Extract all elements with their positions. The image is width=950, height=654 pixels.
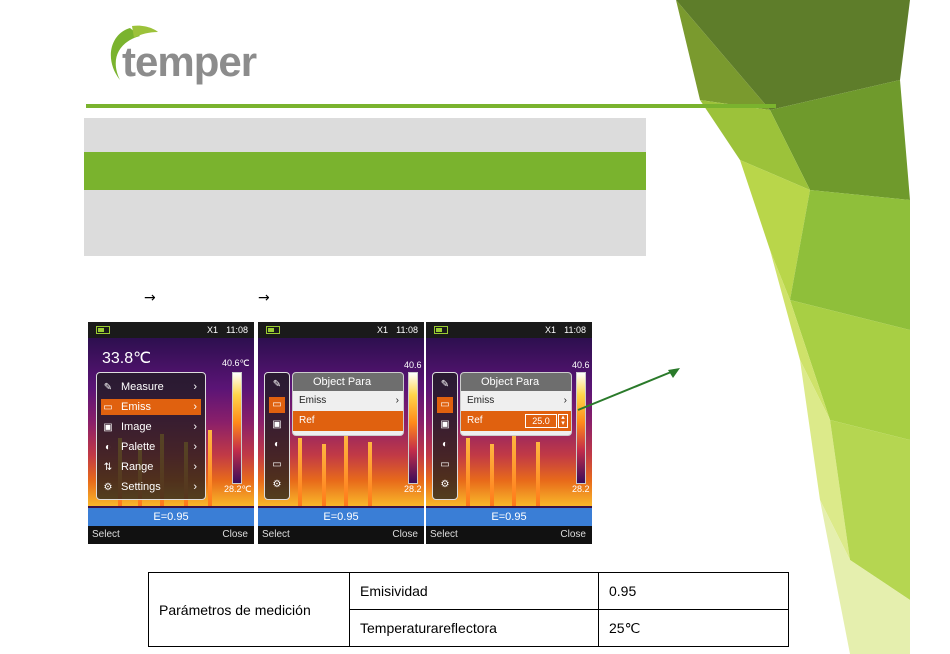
zoom-level: X1 [376, 325, 388, 335]
step-arrow-1: → [144, 290, 156, 306]
color-scale-bar [408, 372, 418, 484]
side-toolbar: ✎ ▭ ▣ ◐ ▭ ⚙ [264, 372, 290, 500]
palette-icon[interactable]: ◐ [273, 439, 281, 450]
softkey-bar: Select Close [88, 526, 254, 544]
main-menu: ✎Measure› ▭Emiss› ▣Image› ◐Palette› ⇅Ran… [96, 372, 206, 500]
polygon-decoration [676, 0, 910, 654]
video-icon[interactable]: ▭ [440, 459, 450, 470]
status-bar: X1 11:08 [426, 322, 592, 338]
image-icon[interactable]: ▣ [440, 419, 450, 430]
softkey-bar: Select Close [426, 526, 592, 544]
menu-item-settings[interactable]: ⚙Settings› [101, 479, 201, 495]
palette-icon[interactable]: ◐ [441, 439, 449, 450]
logo-leaf-icon [110, 25, 158, 80]
measure-icon[interactable]: ✎ [272, 379, 282, 390]
ref-row[interactable]: Ref [293, 411, 403, 431]
close-softkey[interactable]: Close [222, 529, 248, 540]
chevron-right-icon: › [193, 401, 197, 413]
chevron-right-icon: › [193, 441, 197, 453]
clock: 11:08 [396, 325, 418, 335]
object-para-panel: Object Para Emiss› Ref [292, 372, 404, 436]
menu-item-emiss[interactable]: ▭Emiss› [101, 399, 201, 415]
select-softkey[interactable]: Select [262, 529, 290, 540]
chevron-right-icon: › [563, 395, 567, 406]
table-group-label: Parámetros de medición [148, 572, 350, 647]
ref-value-input[interactable]: 25.0 [525, 414, 557, 428]
table-cell-param: Temperaturareflectora [349, 609, 599, 647]
pointer-arrow [577, 368, 680, 411]
image-icon: ▣ [103, 422, 113, 433]
select-softkey[interactable]: Select [92, 529, 120, 540]
emiss-icon: ▭ [103, 402, 113, 413]
video-icon[interactable]: ▭ [272, 459, 282, 470]
header-rule [86, 104, 776, 108]
palette-icon: ◐ [104, 442, 112, 453]
chevron-right-icon: › [395, 395, 399, 406]
softkey-bar: Select Close [258, 526, 424, 544]
chevron-right-icon: › [193, 481, 197, 493]
chevron-right-icon: › [193, 381, 197, 393]
logo-text: temper [122, 38, 257, 85]
zoom-level: X1 [206, 325, 218, 335]
green-band [84, 152, 646, 190]
center-temperature: 33.8℃ [102, 350, 152, 367]
gray-band-top [84, 118, 646, 152]
chevron-right-icon: › [193, 461, 197, 473]
clock: 11:08 [226, 325, 248, 335]
emiss-row[interactable]: Emiss› [461, 391, 571, 411]
battery-icon [434, 326, 448, 334]
settings-icon: ⚙ [103, 482, 113, 493]
select-softkey[interactable]: Select [430, 529, 458, 540]
close-softkey[interactable]: Close [392, 529, 418, 540]
settings-icon[interactable]: ⚙ [272, 479, 282, 490]
scale-min: 28.2 [572, 484, 590, 494]
step-arrow-2: → [258, 290, 270, 306]
spinner-icon[interactable]: ▴▾ [558, 414, 568, 428]
scale-min: 28.2℃ [224, 484, 252, 494]
scale-max: 40.6℃ [222, 358, 250, 368]
emiss-row[interactable]: Emiss› [293, 391, 403, 411]
menu-item-measure[interactable]: ✎Measure› [101, 379, 201, 395]
table-cell-value: 25℃ [598, 609, 789, 647]
device-screen-menu: X1 11:08 33.8℃ 40.6℃ 28.2℃ ✎Measure› ▭Em… [88, 322, 254, 544]
table-cell-param: Emisividad [349, 572, 599, 610]
scale-min: 28.2 [404, 484, 422, 494]
menu-item-image[interactable]: ▣Image› [101, 419, 201, 435]
scale-max: 40.6 [572, 360, 590, 370]
temper-logo: temper [100, 20, 270, 90]
menu-item-range[interactable]: ⇅Range› [101, 459, 201, 475]
settings-icon[interactable]: ⚙ [440, 479, 450, 490]
range-icon: ⇅ [103, 462, 113, 473]
color-scale-bar [232, 372, 242, 484]
device-screen-ref-edit: X1 11:08 40.6 28.2 ✎ ▭ ▣ ◐ ▭ ⚙ Object Pa… [426, 322, 592, 544]
battery-icon [96, 326, 110, 334]
status-bar: X1 11:08 [88, 322, 254, 338]
menu-item-palette[interactable]: ◐Palette› [101, 439, 201, 455]
panel-title: Object Para [461, 373, 571, 391]
emissivity-bar: E=0.95 [426, 508, 592, 526]
measure-icon[interactable]: ✎ [440, 379, 450, 390]
gray-band-bottom [84, 190, 646, 256]
parameter-table: Parámetros de medición Emisividad 0.95 T… [148, 572, 789, 647]
clock: 11:08 [564, 325, 586, 335]
emissivity-bar: E=0.95 [258, 508, 424, 526]
table-cell-value: 0.95 [598, 572, 789, 610]
side-toolbar: ✎ ▭ ▣ ◐ ▭ ⚙ [432, 372, 458, 500]
color-scale-bar [576, 372, 586, 484]
panel-title: Object Para [293, 373, 403, 391]
object-para-panel: Object Para Emiss› Ref 25.0 ▴▾ [460, 372, 572, 436]
device-screen-object-para: X1 11:08 40.6 28.2 ✎ ▭ ▣ ◐ ▭ ⚙ Object Pa… [258, 322, 424, 544]
close-softkey[interactable]: Close [560, 529, 586, 540]
emiss-icon[interactable]: ▭ [269, 397, 285, 413]
scale-max: 40.6 [404, 360, 422, 370]
emissivity-bar: E=0.95 [88, 508, 254, 526]
zoom-level: X1 [544, 325, 556, 335]
emiss-icon[interactable]: ▭ [437, 397, 453, 413]
ref-row[interactable]: Ref 25.0 ▴▾ [461, 411, 571, 431]
chevron-right-icon: › [193, 421, 197, 433]
measure-icon: ✎ [103, 382, 113, 393]
image-icon[interactable]: ▣ [272, 419, 282, 430]
battery-icon [266, 326, 280, 334]
status-bar: X1 11:08 [258, 322, 424, 338]
